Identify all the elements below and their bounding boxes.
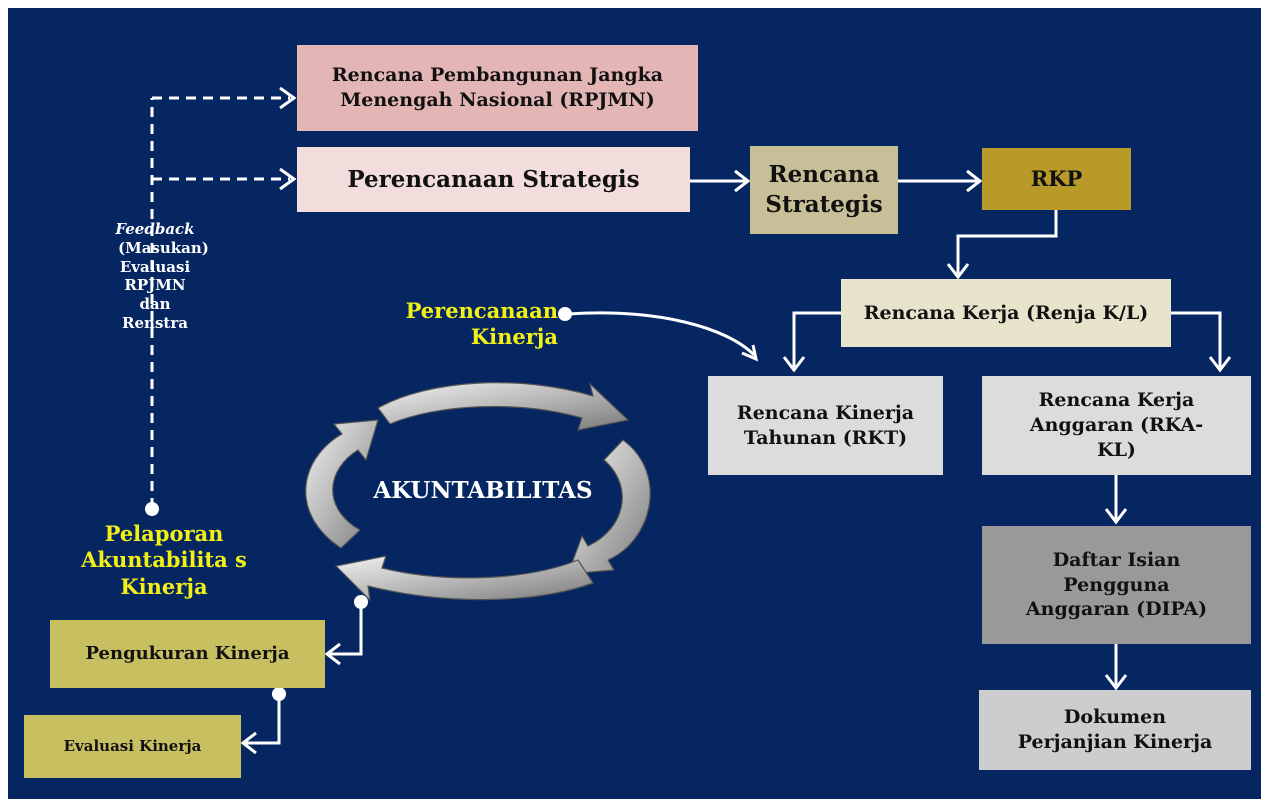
box-rka: Rencana Kerja Anggaran (RKA-KL) (982, 376, 1251, 475)
arrow-perencanaan-kinerja-to-rkt (567, 311, 759, 362)
arrow-pengukuran-to-evaluasi (240, 695, 281, 755)
arrow-rkp-to-renja (946, 210, 1058, 280)
arrow-renja-to-rka (1171, 311, 1232, 373)
arrow-cycle-to-pengukuran (324, 603, 363, 666)
box-dipa: Daftar Isian Pengguna Anggaran (DIPA) (982, 526, 1251, 644)
arrow-renstra-to-rkp (898, 169, 983, 193)
feedback-dashed-arrows (150, 86, 297, 508)
feedback-label: Feedback (Masukan) Evaluasi RPJMN dan Re… (80, 220, 230, 333)
cycle-ring (305, 382, 651, 602)
arrow-strategis-to-renstra (690, 169, 751, 193)
feedback-start-dot (145, 502, 159, 516)
box-perjanjian: Dokumen Perjanjian Kinerja (979, 690, 1251, 770)
pengukuran-dot (272, 687, 286, 701)
perencanaan-kinerja-label: Perencanaan Kinerja (405, 298, 558, 350)
arrow-renja-to-rkt (782, 311, 841, 373)
perencanaan-kinerja-dot (558, 307, 572, 321)
arrow-dipa-to-perjanjian (1104, 644, 1128, 691)
box-rpjmn: Rencana Pembangunan Jangka Menengah Nasi… (297, 45, 698, 131)
box-pengukuran: Pengukuran Kinerja (50, 620, 325, 688)
feedback-italic-text: Feedback (115, 220, 195, 238)
cycle-dot (354, 595, 368, 609)
feedback-text: (Masukan) Evaluasi RPJMN dan Renstra (118, 238, 209, 332)
box-perencanaan-strategis: Perencanaan Strategis (297, 147, 690, 212)
akuntabilitas-center-label: AKUNTABILITAS (373, 477, 593, 504)
box-evaluasi: Evaluasi Kinerja (24, 715, 241, 778)
arrow-rka-to-dipa (1104, 475, 1128, 525)
box-rencana-strategis: Rencana Strategis (750, 146, 898, 234)
box-renja: Rencana Kerja (Renja K/L) (841, 279, 1171, 347)
diagram-canvas: Rencana Pembangunan Jangka Menengah Nasi… (8, 8, 1261, 799)
pelaporan-label: Pelaporan Akuntabilita s Kinerja (81, 521, 247, 599)
box-rkt: Rencana Kinerja Tahunan (RKT) (708, 376, 943, 475)
box-rkp: RKP (982, 148, 1131, 210)
connector-layer (145, 86, 1232, 755)
